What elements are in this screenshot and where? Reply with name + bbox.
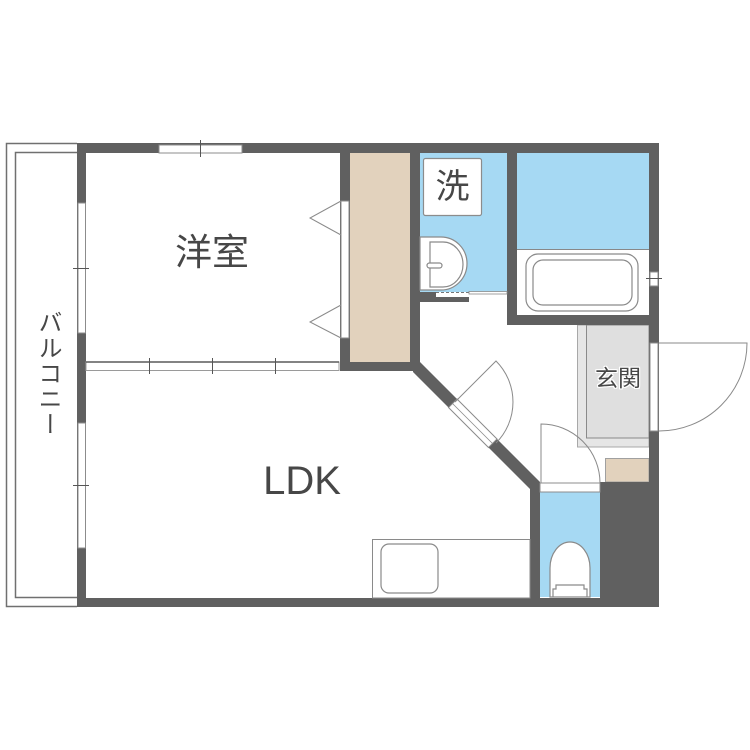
toilet-icon bbox=[549, 541, 591, 598]
shoe-cabinet bbox=[605, 458, 650, 483]
room-label-balcony: バルコニー bbox=[34, 310, 62, 438]
sliding-door-partition bbox=[85, 358, 340, 374]
toilet-door bbox=[539, 423, 601, 493]
balcony bbox=[5, 142, 77, 608]
window-left-ldk bbox=[73, 422, 89, 549]
closet-doors bbox=[308, 200, 350, 339]
washroom-door bbox=[436, 291, 508, 297]
window-bathroom bbox=[646, 271, 662, 287]
window-top bbox=[158, 140, 243, 157]
window-left-western-room bbox=[73, 202, 89, 334]
room-label-ldk: LDK bbox=[263, 459, 341, 503]
entrance-door bbox=[649, 342, 748, 432]
kitchen-sink-icon bbox=[380, 543, 439, 594]
washroom-sign-box bbox=[422, 157, 483, 217]
room-label-washroom: 洗 bbox=[435, 167, 470, 207]
closet bbox=[350, 153, 410, 362]
room-label-western-room: 洋室 bbox=[175, 231, 249, 274]
ldk-door bbox=[447, 360, 514, 449]
room-label-entrance: 玄関 bbox=[595, 366, 641, 392]
kitchen-counter bbox=[372, 539, 531, 599]
washbasin-icon bbox=[419, 236, 468, 291]
walls bbox=[77, 143, 659, 607]
bathtub-icon bbox=[525, 253, 639, 312]
bathroom-floor bbox=[517, 153, 649, 249]
